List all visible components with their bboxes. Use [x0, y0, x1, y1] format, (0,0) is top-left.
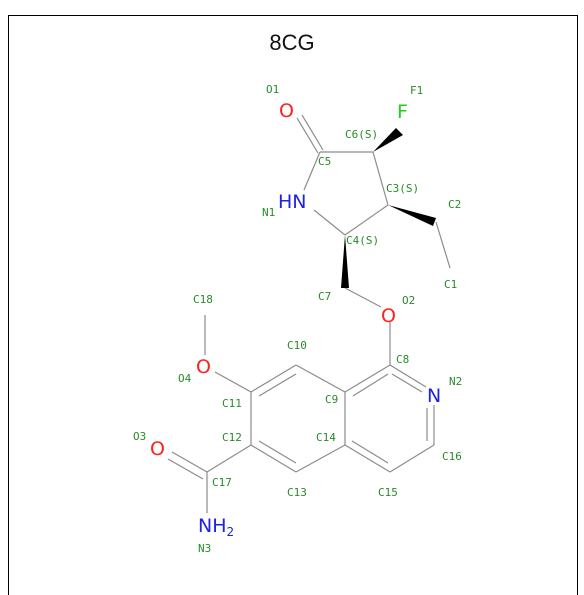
atom-o3: O: [150, 438, 165, 460]
label-o3: O3: [133, 430, 146, 443]
bond-n1-c5: [303, 151, 321, 191]
label-c7: C7: [318, 290, 331, 303]
label-c9: C9: [325, 393, 338, 406]
label-c1: C1: [444, 278, 457, 291]
label-c8: C8: [396, 353, 409, 366]
label-n2: N2: [449, 375, 462, 388]
bond-c15-c14: [344, 444, 391, 473]
label-c12: C12: [222, 431, 242, 444]
bond-c2-c1: [435, 221, 451, 269]
bonds: [167, 114, 451, 513]
atom-n1: HN: [278, 191, 307, 213]
label-f1: F1: [410, 84, 423, 97]
bond-c8-n2-inner: [391, 373, 423, 393]
label-c16: C16: [442, 450, 462, 463]
atom-f1: F: [397, 101, 408, 123]
label-c3: C3(S): [386, 182, 419, 195]
wedge-c3-c2: [388, 205, 436, 226]
label-o1: O1: [266, 83, 279, 96]
bond-c15-c14-inner: [351, 440, 389, 464]
atom-labels: O1 F1 C6(S) C5 C3(S) C2 N1 C4(S) C1 C7 O…: [133, 83, 462, 555]
bond-c7-o2: [344, 287, 382, 308]
bond-c13-c14: [295, 444, 346, 473]
atom-n3-subscript: 2: [227, 525, 235, 539]
bond-c6-c3: [372, 151, 389, 206]
wedge-c4-c7: [341, 235, 349, 288]
label-c4: C4(S): [346, 234, 379, 247]
bond-c5-o1-b: [301, 114, 324, 151]
label-c6: C6(S): [345, 128, 378, 141]
bond-c8-n2: [389, 364, 427, 388]
atom-n3: NH2: [198, 515, 234, 539]
bond-c10-c11-inner: [258, 373, 297, 397]
label-n1: N1: [262, 206, 275, 219]
label-c15: C15: [378, 486, 398, 499]
label-c11: C11: [222, 397, 242, 410]
bond-c10-c11: [250, 364, 297, 393]
bond-c3-c4: [344, 204, 389, 236]
bond-c5-o1-a: [296, 117, 319, 154]
label-c10: C10: [287, 339, 307, 352]
bond-c11-o4: [214, 371, 252, 393]
bond-c17-o3-a: [171, 451, 208, 473]
molecule-title: 8CG: [269, 30, 315, 55]
bond-c12-c13: [250, 444, 297, 473]
bond-c12-c17: [206, 444, 252, 473]
label-o2: O2: [402, 294, 415, 307]
label-c2: C2: [448, 198, 461, 211]
label-n3: N3: [198, 542, 211, 555]
diagram-frame: [8, 15, 578, 595]
wedge-c6-f1: [373, 128, 403, 152]
label-c17: C17: [212, 476, 232, 489]
bond-c12-c13-inner: [258, 440, 297, 464]
atom-o4: O: [196, 356, 211, 378]
label-c5: C5: [318, 155, 331, 168]
atom-n3-main: NH: [198, 515, 227, 537]
atom-o1: O: [279, 100, 294, 122]
label-c14: C14: [316, 431, 336, 444]
atom-o2: O: [381, 305, 396, 327]
bond-c16-c15: [389, 444, 435, 473]
label-c18: C18: [193, 293, 213, 306]
bond-c9-c10: [295, 364, 346, 393]
bond-c9-c8: [344, 364, 391, 393]
bond-c9-c8-inner: [352, 373, 389, 397]
bond-c4-n1: [313, 209, 346, 236]
atom-n2: N: [427, 385, 441, 407]
label-c13: C13: [287, 486, 307, 499]
bond-c17-o3-b: [167, 458, 204, 480]
label-o4: O4: [178, 372, 192, 385]
